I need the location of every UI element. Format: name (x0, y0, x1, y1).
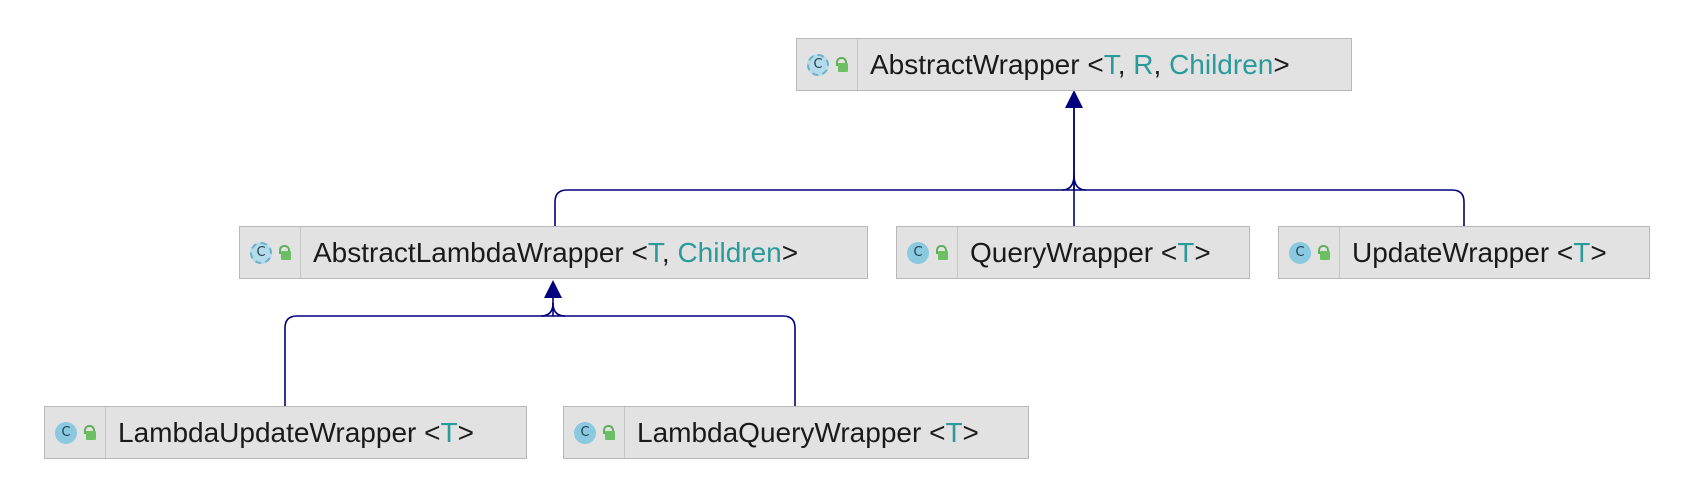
arrowhead-abstractlambdawrapper (544, 280, 562, 298)
class-name: LambdaUpdateWrapper (118, 416, 417, 448)
node-abstract-wrapper[interactable]: C AbstractWrapper <T, R, Children> (796, 38, 1352, 91)
type-param: T (1573, 236, 1591, 268)
class-icon: C (907, 241, 929, 264)
node-label: UpdateWrapper <T> (1352, 236, 1607, 268)
unlock-icon (602, 424, 616, 441)
class-name: LambdaQueryWrapper (637, 416, 922, 448)
node-lambda-query-wrapper[interactable]: C LambdaQueryWrapper <T> (563, 406, 1029, 459)
node-label: QueryWrapper <T> (970, 236, 1211, 268)
node-update-wrapper[interactable]: C UpdateWrapper <T> (1278, 226, 1650, 279)
node-lambda-update-wrapper[interactable]: C LambdaUpdateWrapper <T> (44, 406, 527, 459)
type-param: T (1103, 48, 1118, 80)
type-param: Children (1169, 48, 1274, 80)
node-icons: C (897, 227, 958, 278)
type-param: T (440, 416, 458, 448)
class-icon: C (55, 421, 77, 444)
node-icons: C (1279, 227, 1340, 278)
node-abstract-lambda-wrapper[interactable]: C AbstractLambdaWrapper <T, Children> (239, 226, 868, 279)
edge-updatewrapper-to-abstractwrapper (1074, 189, 1465, 226)
abstract-class-icon: C (250, 241, 272, 264)
unlock-icon (935, 244, 949, 261)
node-icons: C (797, 39, 858, 90)
type-param: T (945, 416, 963, 448)
type-param: R (1133, 48, 1154, 80)
node-icons: C (240, 227, 301, 278)
class-name: AbstractWrapper (870, 48, 1080, 80)
abstract-class-icon: C (807, 53, 829, 76)
unlock-icon (1317, 244, 1331, 261)
class-icon: C (574, 421, 596, 444)
class-name: UpdateWrapper (1352, 236, 1550, 268)
unlock-icon (83, 424, 97, 441)
type-param: Children (677, 236, 782, 268)
node-icons: C (564, 407, 625, 458)
node-label: LambdaUpdateWrapper <T> (118, 416, 474, 448)
class-icon: C (1289, 241, 1311, 264)
node-label: LambdaQueryWrapper <T> (637, 416, 979, 448)
arrowhead-abstractwrapper (1065, 90, 1083, 108)
node-label: AbstractLambdaWrapper <T, Children> (313, 236, 799, 268)
unlock-icon (278, 244, 292, 261)
node-query-wrapper[interactable]: C QueryWrapper <T> (896, 226, 1250, 279)
class-name: QueryWrapper (970, 236, 1154, 268)
unlock-icon (835, 56, 849, 73)
node-icons: C (45, 407, 106, 458)
node-label: AbstractWrapper <T, R, Children> (870, 48, 1290, 80)
type-param: T (1177, 236, 1195, 268)
type-param: T (647, 236, 662, 268)
class-name: AbstractLambdaWrapper (313, 236, 624, 268)
edge-lambdaupdatewrapper-to-abstractlambdawrapper (284, 290, 554, 406)
edge-abstractlambdawrapper-to-abstractwrapper (554, 100, 1075, 226)
edge-lambdaquerywrapper-to-abstractlambdawrapper (553, 315, 796, 406)
